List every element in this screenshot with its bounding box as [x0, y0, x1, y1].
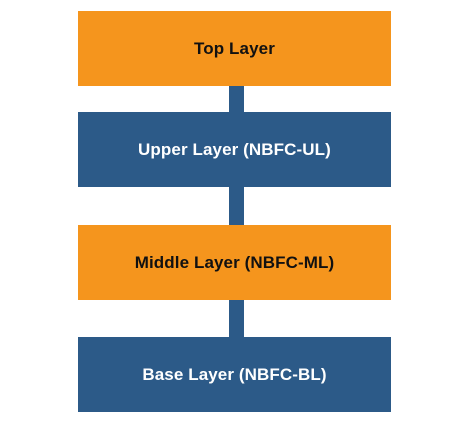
layer-base: Base Layer (NBFC-BL) [78, 337, 391, 412]
layer-upper-label: Upper Layer (NBFC-UL) [138, 139, 331, 159]
layer-upper: Upper Layer (NBFC-UL) [78, 112, 391, 187]
connector-top-upper [229, 86, 244, 113]
layer-middle-label: Middle Layer (NBFC-ML) [134, 252, 335, 272]
layer-top: Top Layer [78, 11, 391, 86]
connector-upper-middle [229, 187, 244, 225]
connector-middle-base [229, 299, 244, 338]
layer-top-label: Top Layer [194, 38, 275, 58]
layer-base-label: Base Layer (NBFC-BL) [142, 364, 327, 384]
layer-middle: Middle Layer (NBFC-ML) [78, 225, 391, 300]
